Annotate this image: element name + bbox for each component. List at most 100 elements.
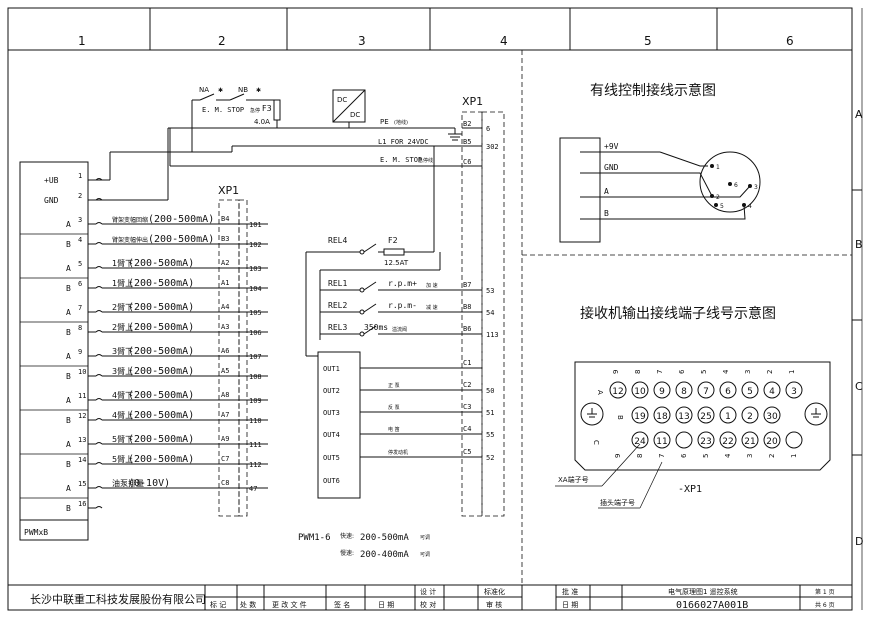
receiver-bottom-index: 1 (790, 454, 798, 458)
svg-text:批 准: 批 准 (562, 587, 578, 596)
wire-number: 109 (249, 397, 262, 405)
receiver-top-index: 4 (722, 369, 730, 374)
xp1-pin: A9 (221, 435, 229, 443)
output-wire: 51 (486, 409, 494, 417)
output-wire: 50 (486, 387, 494, 395)
svg-text:更 改 文 件: 更 改 文 件 (272, 600, 307, 609)
xp1-right-connector (461, 111, 483, 517)
terminal-number: 9 (78, 348, 82, 356)
sheet-total: 共 6 页 (815, 601, 835, 609)
output-wire: 55 (486, 431, 494, 439)
terminal-number: 14 (78, 456, 86, 464)
relay-function: 350ms (364, 323, 388, 332)
signal-name: 4臂上 (112, 410, 133, 420)
svg-text:可调: 可调 (420, 534, 430, 541)
estop-suffix: 急停 (250, 107, 260, 114)
terminal-side-label: A (66, 396, 71, 405)
receiver-top-index: 7 (656, 370, 664, 374)
pwm-note: PWM1-6 (298, 533, 331, 543)
xp1-pin: B3 (221, 235, 229, 243)
svg-text:200-500mA: 200-500mA (360, 533, 409, 543)
receiver-top-index: 1 (788, 370, 796, 374)
terminal-number: 3 (78, 216, 82, 224)
power-pin: B2 (463, 120, 471, 128)
terminal-side-label: B (66, 328, 71, 337)
output-name: OUT6 (323, 477, 340, 485)
receiver-top-index: 9 (612, 370, 620, 374)
receiver-side-c: C (592, 440, 600, 445)
signal-range: (200-500mA) (128, 366, 194, 377)
receiver-bottom-index: 9 (614, 454, 622, 458)
fuse-f3-label: F3 (262, 104, 272, 113)
nb-label: NB (238, 86, 248, 94)
signal-range: (200-500mA) (128, 258, 194, 269)
receiver-bottom-index: 5 (702, 454, 710, 458)
plug-pin-number: 4 (748, 203, 752, 210)
row-label: D (855, 535, 863, 548)
relay-pin: B6 (463, 325, 471, 333)
signal-rows: 臂架变幅回缩(200-500mA)B4101臂架变幅伸出(200-500mA)B… (102, 214, 268, 493)
xp1-pin: A5 (221, 367, 229, 375)
terminal-side-label: +UB (44, 176, 59, 185)
power-pin: C6 (463, 158, 471, 166)
pwm-device-label: PWMxB (24, 528, 48, 537)
xp1-pin: A3 (221, 323, 229, 331)
xp1-pin: A1 (221, 279, 229, 287)
terminal-number: 12 (78, 412, 86, 420)
terminal-number: 4 (78, 236, 82, 244)
svg-text:日 期: 日 期 (378, 601, 394, 609)
receiver-pin: 19 (634, 412, 646, 422)
xp1-left-connector (218, 199, 240, 517)
svg-text:日 期: 日 期 (562, 601, 578, 609)
output-wire: 52 (486, 454, 494, 462)
svg-text:200-400mA: 200-400mA (360, 550, 409, 560)
wired-control-title: 有线控制接线示意图 (590, 82, 716, 99)
wire-number: 104 (249, 285, 262, 293)
xp1-pin: A2 (221, 259, 229, 267)
signal-range: (200-500mA) (148, 234, 214, 245)
receiver-pin: 13 (678, 412, 689, 422)
wire-number: 110 (249, 417, 262, 425)
signal-range: (200-500mA) (128, 302, 194, 313)
terminal-number: 15 (78, 480, 86, 488)
relay-pin: B7 (463, 281, 471, 289)
drawing-name: 电气原理图1 遥控系统 (668, 587, 738, 596)
signal-range: (200-500mA) (128, 278, 194, 289)
terminal-number: 1 (78, 172, 82, 180)
receiver-pin: 4 (769, 387, 775, 397)
xp1-pin: C8 (221, 479, 229, 487)
signal-range: (200-500mA) (128, 454, 194, 465)
terminal-number: 11 (78, 392, 86, 400)
relay-function: r.p.m- (388, 301, 417, 310)
wire-number: 106 (249, 329, 262, 337)
receiver-pin: 10 (634, 387, 646, 397)
wired-line-label: A (604, 187, 609, 196)
round-plug-icon (699, 151, 761, 213)
head-label: 插头端子号 (600, 498, 635, 507)
terminal-side-label: B (66, 460, 71, 469)
receiver-pin: 12 (612, 387, 623, 397)
receiver-bottom-index: 6 (680, 453, 688, 458)
output-function: 停发动机 (388, 449, 408, 456)
terminal-side-label: B (66, 504, 71, 513)
receiver-pin: 1 (725, 412, 731, 422)
receiver-pin: 24 (634, 437, 646, 447)
receiver-top-index: 3 (744, 370, 752, 374)
receiver-pin: 11 (656, 437, 667, 447)
svg-text:可调: 可调 (420, 551, 430, 558)
receiver-top-index: 2 (766, 370, 774, 374)
relay-function-cn: 溢流阀 (392, 326, 407, 333)
wire-number: 112 (249, 461, 262, 469)
earth-terminal-icon (804, 402, 828, 426)
wire-number: 101 (249, 221, 262, 229)
terminal-number: 7 (78, 304, 82, 312)
xp1-right-label: XP1 (462, 95, 483, 108)
terminal-number: 2 (78, 192, 82, 200)
plug-pin-number: 6 (734, 182, 738, 189)
wired-line-label: +9V (604, 142, 619, 151)
receiver-pin: 21 (744, 437, 755, 447)
